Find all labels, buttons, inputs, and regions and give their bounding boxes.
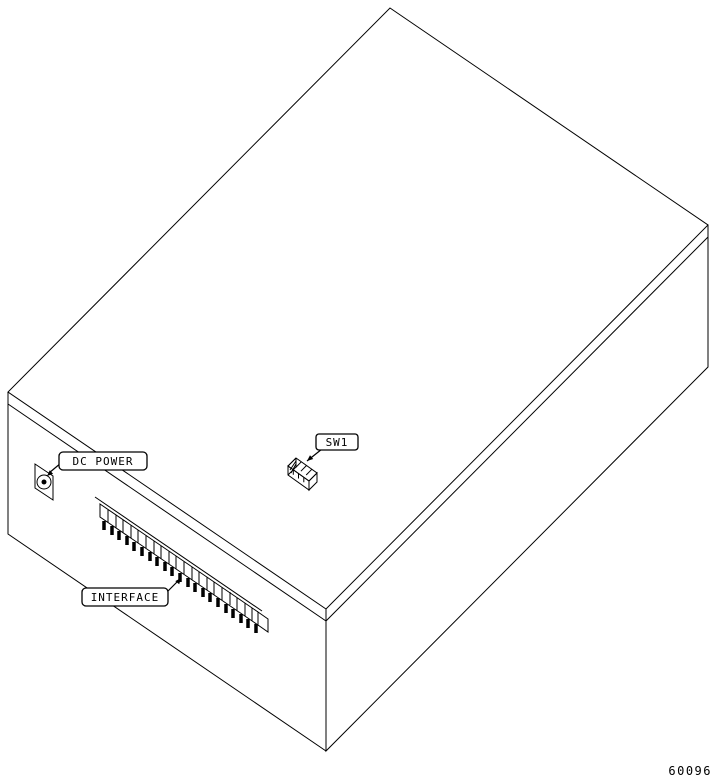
connector-ribs <box>107 510 253 621</box>
sw1-label: SW1 <box>326 436 349 449</box>
chassis-right-face <box>325 225 709 753</box>
dc-jack-barrel <box>36 474 52 490</box>
dc-power-connector <box>34 463 54 501</box>
sw1-front-ticks <box>292 469 305 483</box>
sw1-label-box <box>315 433 359 451</box>
lid-edge-front <box>7 403 327 622</box>
label-sw1: SW1 <box>306 433 359 462</box>
sw1-switch-ticks <box>295 461 313 476</box>
sw1-arrowhead <box>307 455 314 461</box>
dc-jack-plate <box>34 463 54 501</box>
sw1-end-face <box>308 471 318 492</box>
label-interface: INTERFACE <box>81 577 182 607</box>
dc-jack-pin <box>41 479 47 485</box>
connector-pins <box>102 521 258 633</box>
lid-edge-right <box>325 236 709 622</box>
connector-body <box>99 503 259 626</box>
figure-number: 60096 <box>668 764 712 778</box>
label-dc-power: DC POWER <box>47 451 148 476</box>
interface-arrowhead <box>175 578 181 585</box>
interface-label-box <box>81 587 169 607</box>
dc-power-arrowhead <box>47 470 54 476</box>
interface-label: INTERFACE <box>91 591 160 604</box>
chassis-left-front-face <box>7 392 327 752</box>
dc-power-label-box <box>58 451 148 471</box>
interface-connector <box>94 496 269 633</box>
chassis-top-face <box>7 7 709 610</box>
connector-end-cap <box>257 611 269 633</box>
connector-slot-edge <box>94 496 263 612</box>
dc-power-label: DC POWER <box>73 455 134 468</box>
chassis <box>7 7 709 753</box>
sw1-switch <box>287 457 318 492</box>
sw1-left-hatch <box>287 457 297 476</box>
